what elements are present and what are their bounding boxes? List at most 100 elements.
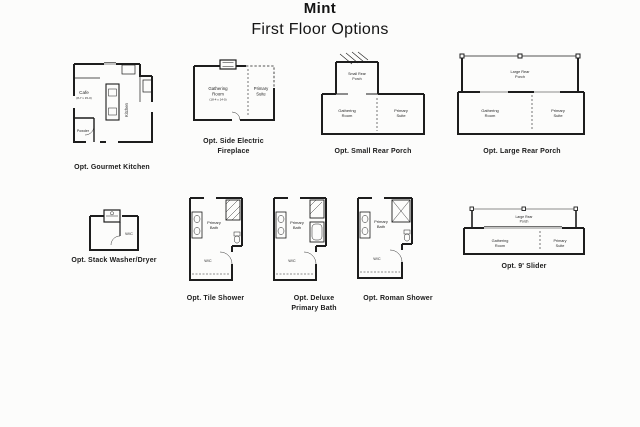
room-label-bath: Primary (207, 220, 221, 225)
room-label-powder: Powder (77, 129, 90, 133)
title-block: Mint First Floor Options (0, 0, 640, 39)
range-icon (121, 64, 136, 75)
small-rear-porch-floorplan: Small Rear Porch Gathering Room Primary … (314, 50, 432, 142)
tile-shower-floorplan: Primary Bath W/C (180, 190, 250, 288)
vanity (359, 211, 371, 239)
small-rear-porch-walls (321, 61, 425, 135)
room-label-primary: Primary (553, 239, 566, 243)
door-swing-arc (231, 111, 241, 121)
room-label-bath-2: Bath (210, 225, 218, 230)
vanity (191, 211, 203, 239)
gourmet-kitchen-fixtures (74, 64, 153, 142)
small-rear-porch-hatch (339, 51, 369, 65)
side-fireplace-floorplan: Gathering Room (18-4 x 14-0) Primary Sui… (186, 54, 281, 134)
side-fireplace-walls (193, 65, 275, 121)
room-label-bath: Primary (374, 219, 388, 224)
room-dims-gathering: (18-4 x 14-0) (209, 98, 226, 102)
plan-name: Mint (303, 0, 337, 17)
room-label-wc: W/C (373, 257, 381, 261)
room-label-primary-2: Suite (256, 92, 266, 97)
room-label-gathering: Gathering (492, 239, 509, 243)
room-label-wc: W/C (204, 259, 212, 263)
door-swing-arc (110, 235, 121, 246)
caption-gourmet-kitchen: Opt. Gourmet Kitchen (74, 164, 150, 171)
door-swing-arc (303, 251, 317, 265)
room-label-gathering-2: Room (212, 92, 224, 97)
room-label-gathering: Gathering (338, 108, 356, 113)
room-label-primary-2: Suite (556, 244, 565, 248)
roman-shower-walls (357, 197, 413, 279)
caption-small-rear-porch: Opt. Small Rear Porch (334, 148, 412, 155)
door-swing-arc (389, 249, 403, 263)
caption-side-fireplace: Opt. Side Electric Fireplace (203, 138, 264, 156)
room-label-primary: Primary (551, 108, 565, 113)
porch-post (469, 206, 474, 211)
roman-shower-floorplan: Primary Bath W/C (348, 190, 422, 285)
room-label-wc: W/C (125, 231, 133, 236)
toilet-icon (403, 229, 411, 235)
roman-shower-fixtures (359, 199, 411, 263)
kitchen-island (105, 83, 120, 121)
room-label-kitchen: Kitchen (124, 102, 129, 117)
room-label-primary: Primary (254, 86, 269, 91)
deluxe-primary-bath-fixtures (275, 199, 325, 265)
porch-post (521, 206, 526, 211)
tile-shower-icon (225, 199, 241, 221)
slider-9ft-floorplan: Large Rear Porch Gathering Room Primary … (458, 202, 590, 260)
door-swing-arc (84, 125, 95, 136)
caption-roman-shower: Opt. Roman Shower (363, 295, 433, 302)
room-label-bath-2: Bath (293, 225, 301, 230)
tub-icon (309, 221, 325, 243)
room-label-bath: Primary (290, 220, 304, 225)
porch-post (573, 206, 578, 211)
caption-tile-shower: Opt. Tile Shower (186, 295, 245, 302)
room-label-wc: W/C (288, 259, 296, 263)
caption-stack-washer-dryer: Opt. Stack Washer/Dryer (71, 257, 157, 264)
caption-deluxe-primary-bath: Opt. Deluxe Primary Bath (291, 295, 337, 313)
page-subtitle: First Floor Options (251, 21, 389, 38)
deluxe-primary-bath-walls (273, 197, 327, 281)
room-label-gathering-2: Room (342, 113, 353, 118)
room-label-porch-2: Porch (352, 77, 361, 81)
room-label-porch-2: Porch (515, 75, 525, 79)
tile-shower-fixtures (191, 199, 241, 265)
tile-shower-walls (189, 197, 243, 281)
large-rear-porch-walls (457, 53, 585, 135)
room-label-porch: Large Rear (516, 215, 534, 219)
room-label-primary: Primary (394, 108, 408, 113)
large-rear-porch-floorplan: Large Rear Porch Gathering Room Primary … (452, 46, 590, 142)
stack-washer-dryer-fixtures (103, 209, 121, 246)
room-dims-cafe: (8-7 x 15-0) (76, 96, 92, 100)
side-fireplace-fixtures (219, 59, 241, 121)
washer-dryer-icon (103, 209, 121, 223)
room-label-porch-2: Porch (520, 220, 529, 224)
slider-9ft-walls (463, 206, 585, 255)
gourmet-kitchen-floorplan: Cafe (8-7 x 15-0) Kitchen Powder (60, 56, 160, 156)
room-label-gathering: Gathering (481, 108, 499, 113)
fridge-icon (142, 79, 153, 93)
room-label-primary-2: Suite (396, 113, 406, 118)
room-label-cafe: Cafe (79, 90, 89, 95)
porch-post (517, 53, 523, 59)
vanity (275, 211, 287, 239)
porch-post (459, 53, 465, 59)
room-label-primary-2: Suite (553, 113, 563, 118)
porch-post (575, 53, 581, 59)
fireplace-icon (219, 59, 237, 70)
stack-washer-dryer-walls (89, 215, 139, 251)
door-swing-arc (219, 251, 233, 265)
shower-icon (309, 199, 325, 219)
stack-washer-dryer-floorplan: W/C (84, 206, 144, 256)
room-label-gathering-2: Room (485, 113, 496, 118)
room-label-gathering-2: Room (495, 244, 505, 248)
slider-door (484, 226, 562, 229)
roman-shower-icon (391, 199, 411, 223)
toilet-icon (233, 231, 241, 237)
room-label-porch: Large Rear (511, 70, 531, 74)
room-label-porch: Small Rear (348, 72, 367, 76)
caption-large-rear-porch: Opt. Large Rear Porch (483, 148, 561, 155)
caption-slider-9ft: Opt. 9' Slider (501, 263, 547, 270)
room-label-bath-2: Bath (377, 224, 385, 229)
room-label-gathering: Gathering (208, 86, 228, 91)
